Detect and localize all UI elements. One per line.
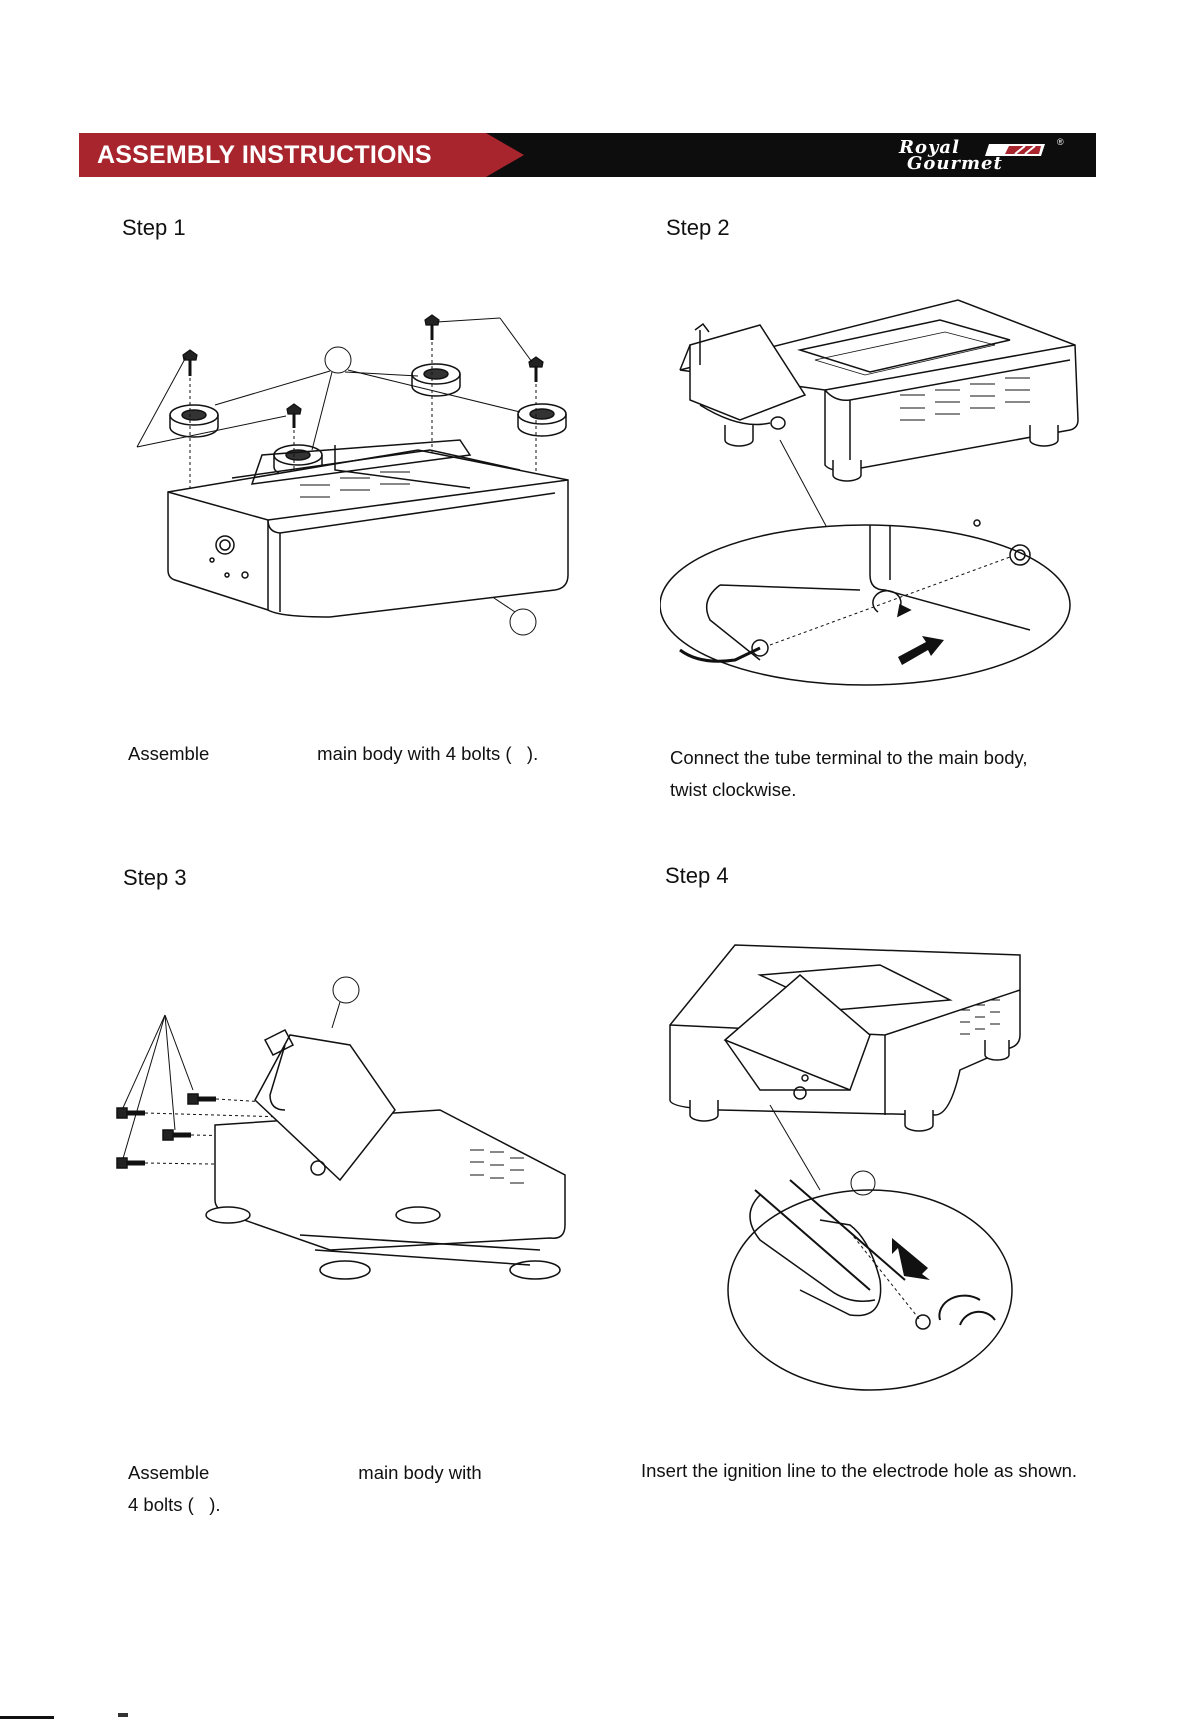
step-3-caption-line-2: 4 bolts ( ). <box>128 1494 221 1515</box>
step-3-illustration <box>116 976 566 1280</box>
step-3-title: Step 3 <box>123 865 187 890</box>
step-1-caption-line-1: Assemble main body with 4 bolts ( ). <box>128 743 539 764</box>
step-1-illustration <box>136 314 569 636</box>
step-4-title: Step 4 <box>665 863 729 888</box>
step-4-caption-line-1: Insert the ignition line to the electrod… <box>641 1460 1078 1481</box>
step-4-caption: Insert the ignition line to the electrod… <box>641 1455 1077 1487</box>
step-2-caption-line-2: twist clockwise. <box>670 779 797 800</box>
step-3-caption: Assemble main body with 4 bolts ( ). <box>128 1457 482 1521</box>
logo-flag-icon <box>985 144 1045 156</box>
footer-mark <box>118 1713 128 1717</box>
step-1-title: Step 1 <box>122 215 186 240</box>
logo-line-1: Royal <box>899 137 960 158</box>
step-3-caption-line-1: Assemble main body with <box>128 1462 482 1483</box>
page-title: ASSEMBLY INSTRUCTIONS <box>97 141 432 169</box>
step-1-caption: Assemble main body with 4 bolts ( ). <box>128 738 538 770</box>
logo-line-2: Gourmet <box>907 153 1003 174</box>
step-4-illustration <box>669 944 1021 1391</box>
step-2-title: Step 2 <box>666 215 730 240</box>
footer-rule <box>0 1716 54 1719</box>
logo-registered-mark: ® <box>1057 137 1064 147</box>
step-2-caption-line-1: Connect the tube terminal to the main bo… <box>670 747 1028 768</box>
step-2-illustration <box>660 299 1079 686</box>
brand-logo: Royal Gourmet ® <box>895 137 1065 179</box>
step-2-caption: Connect the tube terminal to the main bo… <box>670 742 1028 806</box>
header-banner <box>79 133 1096 177</box>
